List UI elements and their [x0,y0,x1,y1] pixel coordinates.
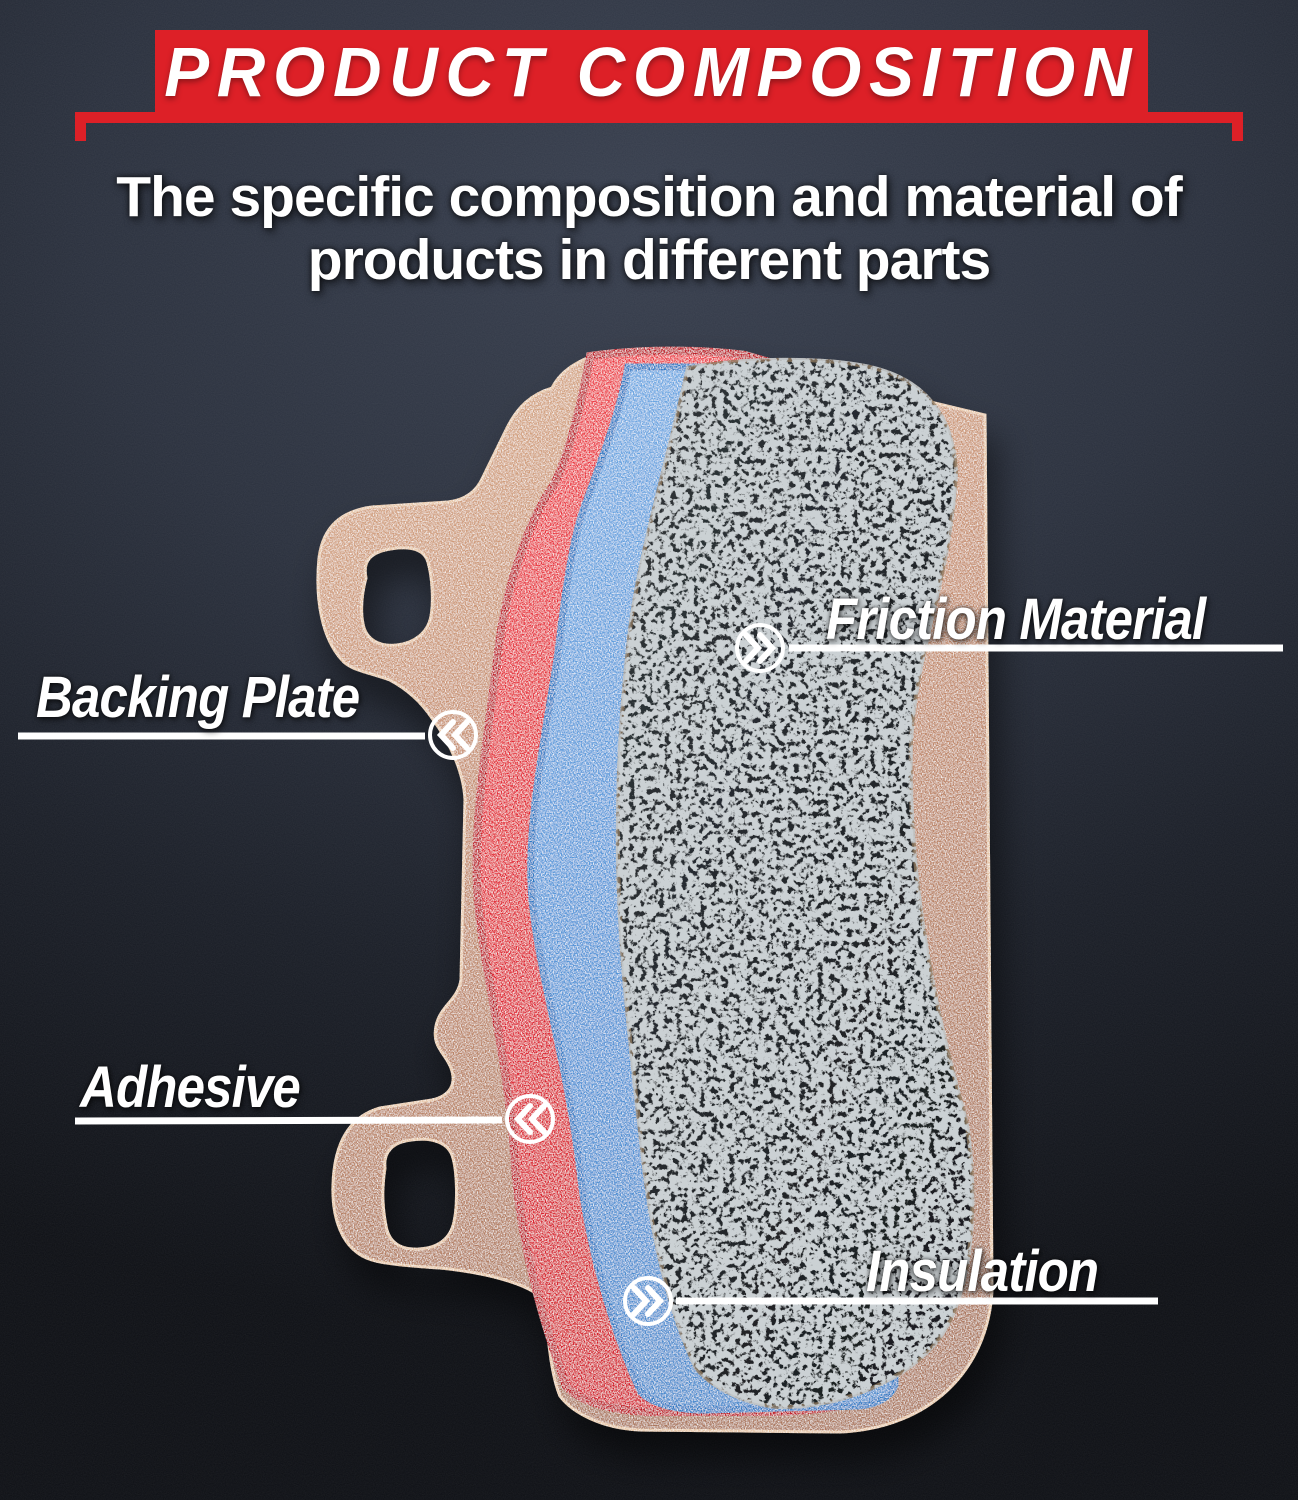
chevrons-right-icon [735,623,785,673]
title-banner: PRODUCT COMPOSITION [155,30,1148,113]
banner-underline-left-tick [75,112,86,141]
banner-underline [75,112,1243,123]
adhesive-label: Adhesive [80,1055,301,1120]
callout-lines [18,644,1283,1305]
chevrons-right-icon [623,1276,673,1326]
chevrons-left-icon [505,1094,555,1144]
callout-icons [428,623,785,1326]
friction-material-shape [615,357,975,1410]
subtitle: The specific composition and material of… [0,166,1298,292]
chevrons-left-icon [428,710,478,760]
subtitle-line-2: products in different parts [307,228,991,292]
subtitle-line-1: The specific composition and material of [116,165,1182,229]
page-title: PRODUCT COMPOSITION [164,32,1139,111]
backing-plate-label: Backing Plate [36,665,360,730]
insulation-label: Insulation [866,1239,1099,1304]
friction-material-label: Friction Material [826,587,1206,652]
adhesive-callout-line [74,1116,503,1125]
banner-underline-right-tick [1232,112,1243,141]
brake-pad-layers [316,346,994,1434]
